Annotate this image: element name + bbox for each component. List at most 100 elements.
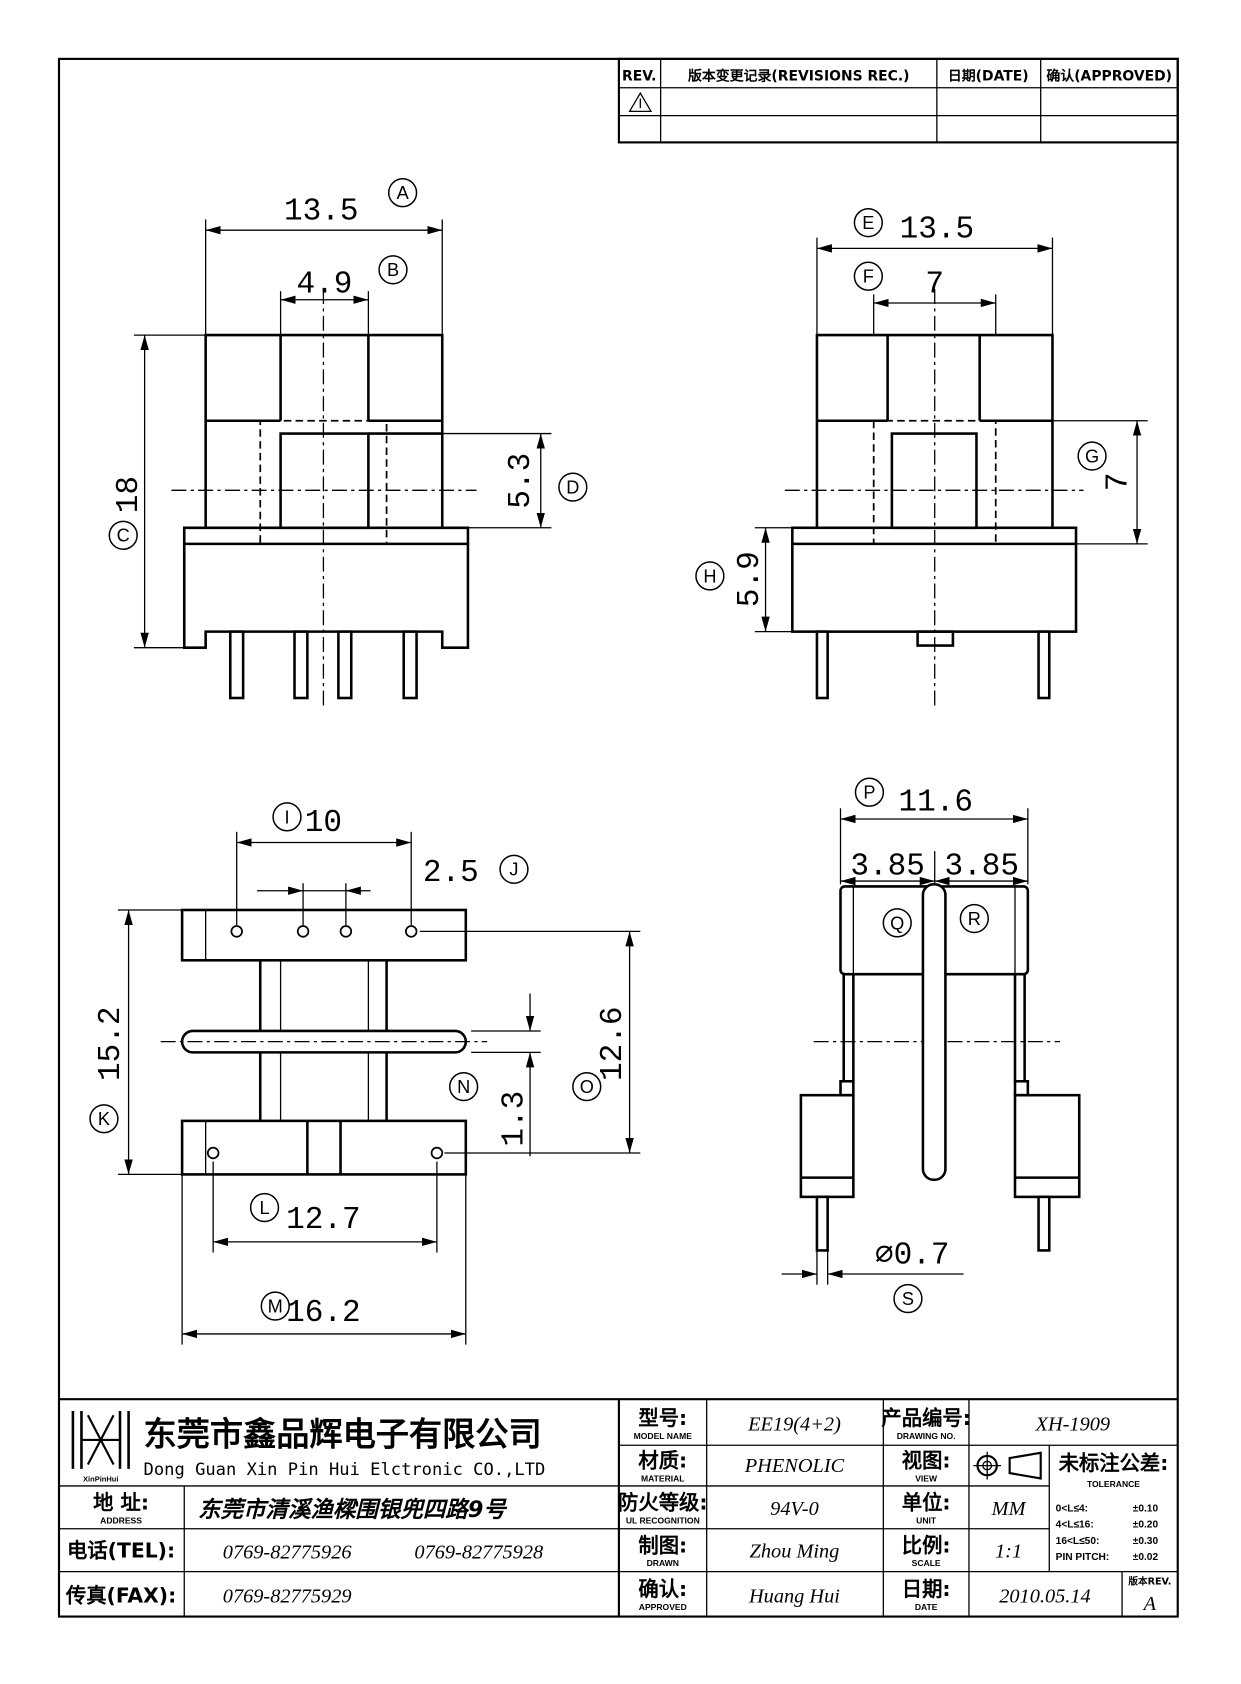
flammability-value: 94V-0	[770, 1498, 819, 1520]
scale-label: 比例:	[902, 1533, 951, 1557]
revision-date-header: 日期(DATE)	[948, 68, 1029, 84]
approved-value: Huang Hui	[748, 1586, 840, 1608]
company-logo: XinPinHui	[71, 1411, 130, 1484]
pin	[1037, 630, 1051, 700]
tolerance-label: 未标注公差:	[1059, 1451, 1169, 1475]
dimension-D-value: 5.3	[504, 453, 539, 509]
pin-hole	[404, 925, 418, 938]
dimension-J-value: 2.5	[423, 856, 479, 891]
dimension-A-value: 13.5	[284, 194, 359, 229]
callout-C: C	[108, 520, 138, 550]
address-label: 地 址:	[93, 1490, 149, 1514]
dimension-L-value: 12.7	[286, 1203, 360, 1238]
dimension-P-value: 11.6	[899, 785, 974, 820]
model-value: EE19(4+2)	[747, 1413, 841, 1435]
date-label-en: DATE	[915, 1602, 938, 1612]
dimension-H-value: 5.9	[733, 551, 768, 607]
callout-B: B	[378, 255, 408, 285]
revision-record-header: 版本变更记录(REVISIONS REC.)	[688, 67, 910, 84]
tolerance-value: ±0.20	[1133, 1520, 1159, 1531]
callout-S: S	[893, 1283, 923, 1314]
base-outline	[182, 526, 470, 649]
end-view: Q R 11.6 P 3.85 3.85 ⌀0.7 S	[781, 777, 1081, 1314]
pin	[402, 630, 418, 700]
title-block: XinPinHui 东莞市鑫品辉电子有限公司 Dong Guan Xin Pin…	[58, 1398, 1178, 1617]
tolerance-value: ±0.02	[1133, 1552, 1159, 1563]
revision-approved-header: 确认(APPROVED)	[1046, 67, 1172, 84]
approved-label: 确认:	[638, 1577, 687, 1601]
svg-text:O: O	[580, 1077, 594, 1097]
callout-E: E	[853, 208, 884, 238]
dimension-S-value: ⌀0.7	[875, 1238, 950, 1273]
callout-O: O	[572, 1071, 602, 1102]
pin	[293, 630, 309, 700]
svg-text:A: A	[397, 183, 410, 203]
svg-text:N: N	[457, 1077, 470, 1097]
pin-hole	[206, 1146, 220, 1160]
logo-caption: XinPinHui	[83, 1475, 118, 1484]
bottom-flange	[180, 1119, 468, 1176]
pin	[1037, 1195, 1051, 1252]
callout-N: N	[448, 1071, 479, 1102]
revision-rev-header: REV.	[622, 68, 656, 84]
callout-K: K	[89, 1104, 119, 1134]
tolerance-label-en: TOLERANCE	[1087, 1479, 1140, 1489]
svg-text:K: K	[98, 1109, 110, 1129]
pin-block	[1013, 1093, 1081, 1199]
callout-D: D	[558, 472, 588, 502]
drawing-no-label-en: DRAWING NO.	[897, 1431, 956, 1441]
pin-block	[799, 1093, 855, 1199]
pin-hole	[430, 1146, 444, 1160]
half-width-left-value: 3.85	[850, 850, 924, 885]
svg-text:I: I	[284, 807, 289, 827]
company-name-en: Dong Guan Xin Pin Hui Elctronic CO.,LTD	[144, 1460, 546, 1480]
scale-value: 1:1	[995, 1541, 1022, 1563]
tolerance-range: 16<L≤50:	[1056, 1536, 1100, 1547]
svg-text:J: J	[509, 860, 518, 880]
drawn-label-en: DRAWN	[647, 1558, 679, 1568]
revision-block: REV. 版本变更记录(REVISIONS REC.) 日期(DATE) 确认(…	[617, 57, 1179, 144]
unit-label: 单位:	[902, 1490, 951, 1514]
drawing-no-label: 产品编号:	[881, 1406, 970, 1430]
model-label-en: MODEL NAME	[634, 1431, 693, 1441]
dimension-E-value: 13.5	[900, 213, 975, 248]
revision-label: 版本REV.	[1127, 1575, 1171, 1587]
material-value: PHENOLIC	[744, 1455, 845, 1477]
dimension-K-value: 15.2	[94, 1007, 129, 1082]
svg-text:L: L	[259, 1198, 269, 1218]
callout-H: H	[695, 561, 725, 591]
svg-text:P: P	[863, 783, 875, 803]
dimension-F-value: 7	[925, 267, 944, 302]
tolerance-value: ±0.30	[1133, 1536, 1159, 1547]
callout-J: J	[499, 854, 529, 884]
flammability-label: 防火等级:	[618, 1490, 707, 1514]
drawn-value: Zhou Ming	[750, 1541, 840, 1563]
company-name-cn: 东莞市鑫品辉电子有限公司	[144, 1414, 542, 1453]
tel-value-2: 0769-82775928	[414, 1542, 543, 1564]
dimension-C-value: 18	[112, 476, 147, 513]
unit-value: MM	[991, 1498, 1027, 1520]
pin	[815, 1195, 829, 1252]
pin-hole	[230, 925, 243, 938]
callout-M: M	[260, 1291, 290, 1321]
revision-value: A	[1142, 1593, 1157, 1615]
dimension-O-value: 12.6	[596, 1007, 631, 1082]
sheet-border	[57, 57, 1179, 1618]
center-window	[279, 432, 370, 530]
date-label: 日期:	[902, 1577, 951, 1601]
bottom-view: 10 I 2.5 J 15.2 K 12.7 L 16.2 M 1.3 N	[89, 802, 641, 1345]
pin	[337, 630, 353, 700]
tel-value-1: 0769-82775926	[223, 1542, 353, 1564]
view-label: 视图:	[902, 1449, 951, 1473]
revision-triangle-icon	[628, 91, 653, 112]
svg-text:M: M	[268, 1297, 283, 1317]
pin-hole	[339, 925, 353, 938]
tolerance-range: 0<L≤4:	[1056, 1504, 1088, 1515]
model-label: 型号:	[638, 1406, 687, 1430]
dimension-G-value: 7	[1101, 472, 1136, 491]
svg-text:G: G	[1085, 446, 1099, 466]
callout-L: L	[249, 1192, 280, 1223]
fax-label: 传真(FAX):	[65, 1584, 176, 1608]
svg-text:D: D	[566, 478, 579, 498]
svg-text:E: E	[862, 213, 874, 233]
